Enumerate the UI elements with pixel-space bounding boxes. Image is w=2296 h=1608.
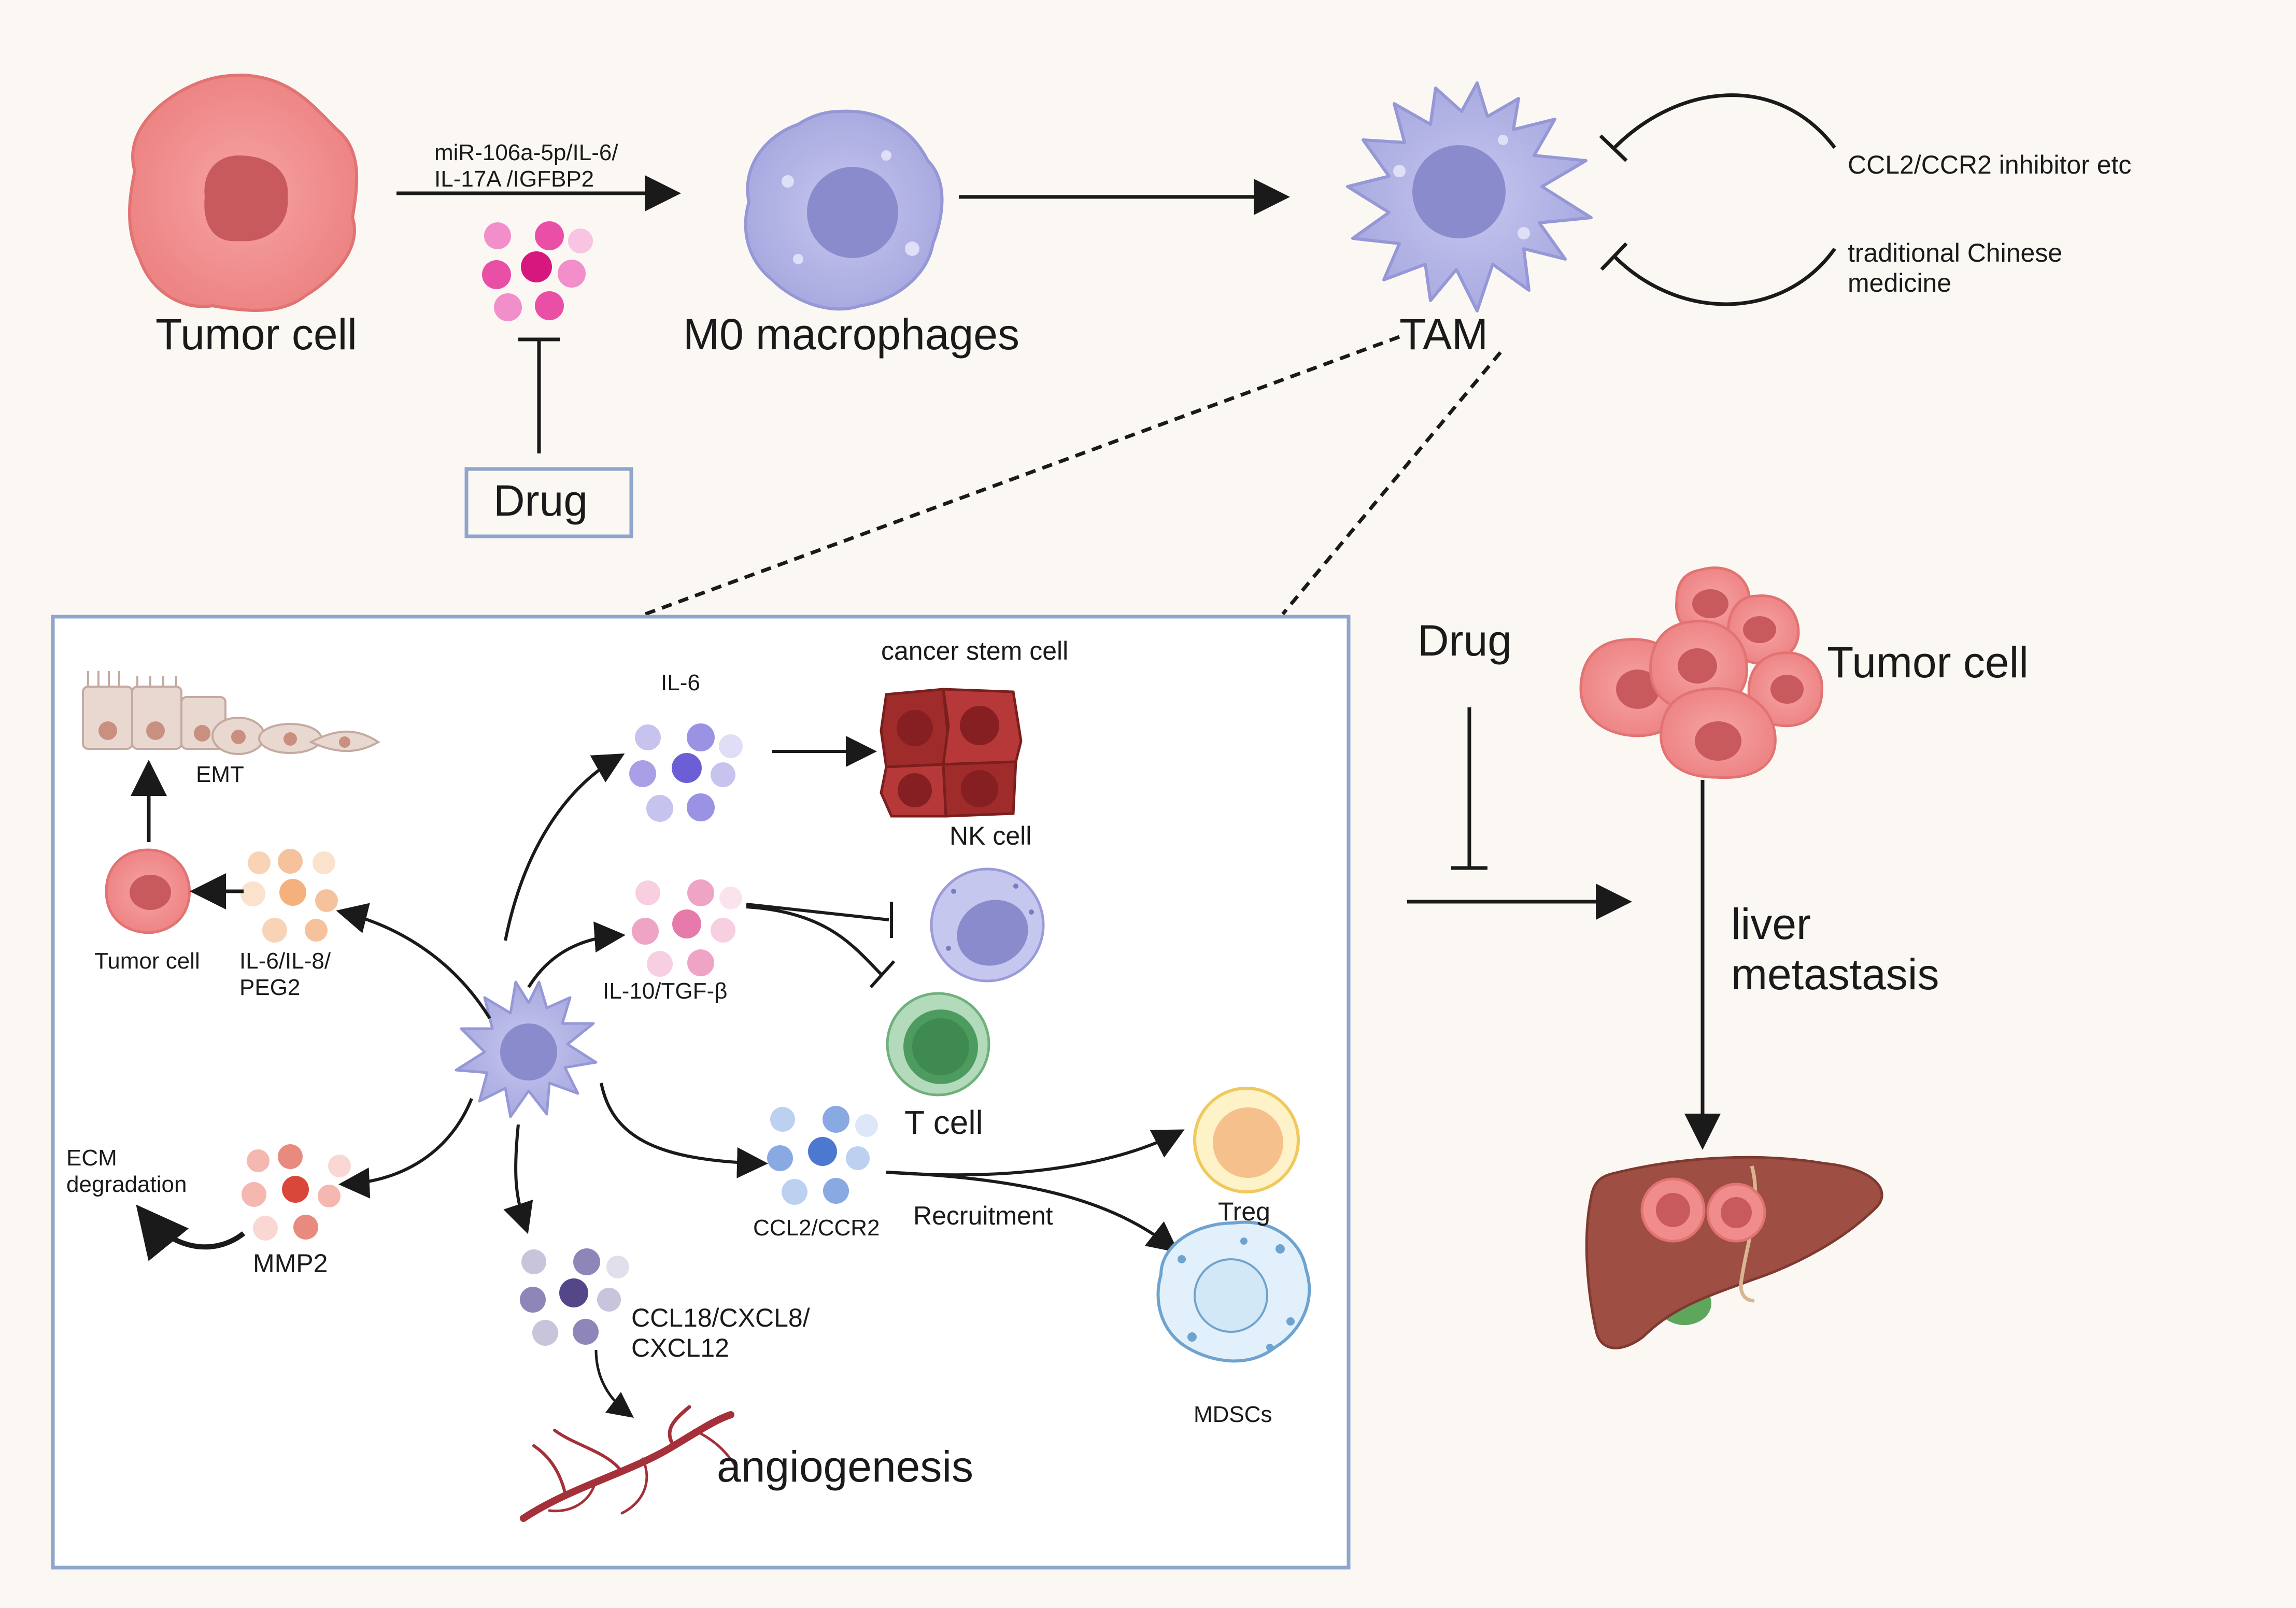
il10-inhibition-lines xyxy=(746,902,896,989)
angiogenesis-label: angiogenesis xyxy=(717,1442,974,1491)
recruitment-arrows xyxy=(886,1129,1185,1253)
inhibitor-label-1: CCL2/CCR2 inhibitor etc xyxy=(1848,150,2132,179)
drug-inhibition-line xyxy=(518,337,560,453)
il10-label: IL-10/TGF-β xyxy=(603,978,728,1004)
il6-dots-icon xyxy=(629,723,743,822)
recruitment-label: Recruitment xyxy=(913,1201,1053,1230)
inhibitor-curve-2 xyxy=(1600,242,1836,306)
right-tumor-cell-label: Tumor cell xyxy=(1827,638,2029,687)
top-tumor-cell-label: Tumor cell xyxy=(155,310,357,359)
treg-icon xyxy=(1193,1087,1300,1193)
cancer-stem-cell-icon xyxy=(880,688,1023,818)
right-drug-inhibition xyxy=(1451,707,1487,870)
il6-il8-dots-icon xyxy=(240,849,338,943)
tam-to-ccl18-arrow xyxy=(503,1124,533,1234)
tam-to-ccl2-arrow xyxy=(600,1083,768,1178)
emt-label: EMT xyxy=(196,762,244,787)
inset-tumor-cell-icon xyxy=(105,848,191,934)
mdscs-icon xyxy=(1156,1220,1311,1363)
tam-to-il10-arrow xyxy=(527,921,626,988)
tumor-cell-icon xyxy=(128,73,359,312)
t-cell-icon xyxy=(886,992,990,1097)
liver-icon xyxy=(1585,1156,1883,1349)
ccl18-dots-icon xyxy=(520,1248,629,1346)
mmp2-label: MMP2 xyxy=(253,1249,328,1278)
tam-to-il6-arrow xyxy=(504,753,625,941)
angiogenesis-icon xyxy=(520,1405,738,1522)
ccl18-to-angiogenesis-arrow xyxy=(594,1349,634,1418)
zoom-line-left xyxy=(644,335,1400,616)
m0-macrophage-icon xyxy=(744,109,944,311)
il6-label: IL-6 xyxy=(661,670,700,695)
il10-dots-icon xyxy=(632,879,742,977)
zoom-line-right xyxy=(1281,351,1502,616)
cytokine-dots-icon xyxy=(482,221,593,321)
drug-label: Drug xyxy=(493,476,588,525)
treg-label: Treg xyxy=(1218,1197,1270,1226)
ecm-degradation-label: ECM degradation xyxy=(66,1145,187,1197)
inhibitor-label-2: traditional Chinese medicine xyxy=(1848,238,2063,297)
t-cell-label: T cell xyxy=(904,1104,983,1141)
nk-cell-icon xyxy=(930,867,1045,983)
mdscs-label: MDSCs xyxy=(1194,1402,1272,1427)
drug-box xyxy=(464,467,633,538)
tumor-cluster-icon xyxy=(1579,566,1824,779)
tam-to-mmp2-arrow xyxy=(338,1098,473,1199)
mmp2-dots-icon xyxy=(242,1144,351,1241)
tam-inset-box xyxy=(51,615,1351,1570)
emt-icon xyxy=(82,671,380,755)
m0-macrophages-label: M0 macrophages xyxy=(683,310,1019,359)
nk-cell-label: NK cell xyxy=(949,821,1032,850)
ccl18-cxcl-label: CCL18/CXCL8/ CXCL12 xyxy=(631,1303,810,1362)
il6-il8-label: IL-6/IL-8/ PEG2 xyxy=(239,948,331,1000)
inset-tumor-cell-label: Tumor cell xyxy=(94,948,200,974)
inhibitor-curve-1 xyxy=(1599,93,1836,162)
cancer-stem-cell-label: cancer stem cell xyxy=(881,636,1069,665)
ccl2-ccr2-label: CCL2/CCR2 xyxy=(753,1215,880,1241)
mmp2-to-ecm-arrow xyxy=(136,1204,246,1261)
liver-metastasis-label: liver metastasis xyxy=(1731,900,1939,999)
inset-tam-icon xyxy=(455,980,598,1118)
tam-label: TAM xyxy=(1399,310,1489,359)
pathway-label: miR-106a-5p/IL-6/ IL-17A /IGFBP2 xyxy=(434,140,618,192)
tam-to-il6-il8-arrow xyxy=(336,903,491,1019)
ccl2-dots-icon xyxy=(767,1106,878,1205)
right-drug-label: Drug xyxy=(1418,616,1512,665)
tam-icon xyxy=(1346,81,1593,312)
